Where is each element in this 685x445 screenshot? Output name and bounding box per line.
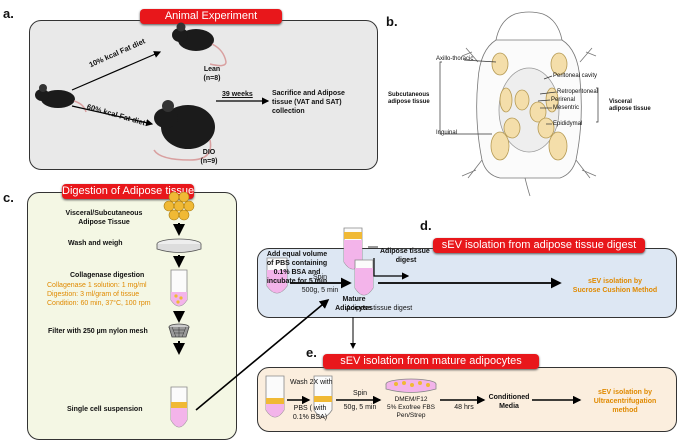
dio-mouse-icon — [153, 100, 215, 161]
digestion-tube-icon — [170, 269, 188, 307]
lean-label: Lean — [203, 66, 221, 73]
d-result-label: sEV isolation by Sucrose Cushion Method — [572, 278, 658, 294]
dio-label: DIO — [202, 149, 216, 156]
d-spin-label: Spin — [312, 274, 327, 281]
culture-medium-label: DMEM/F12 5% Exofree FBS Pen/Strep — [386, 396, 436, 419]
suspension-label: Single cell suspension — [67, 406, 143, 413]
panel-c-box — [27, 192, 237, 440]
digest-tube-icon — [266, 257, 288, 294]
lean-mouse-icon — [172, 22, 227, 67]
visceral-label: Visceral adipose tissue — [609, 99, 651, 112]
d-spin-condition: 500g, 5 min — [301, 287, 339, 294]
e-spin-label: Spin — [352, 390, 367, 397]
e-time-label: 48 hrs — [454, 404, 474, 411]
e-wash-label: Wash 2X with — [290, 379, 333, 386]
panel-e-letter: e. — [306, 345, 317, 360]
axillo-thoracic-label: Axillo-thoracic — [436, 56, 474, 62]
lean-n: (n=8) — [203, 75, 221, 82]
cell-suspension-tube-icon — [170, 386, 188, 428]
panel-a-letter: a. — [3, 6, 14, 21]
adipose-tissue-icon — [163, 191, 195, 221]
duration-label: 39 weeks — [222, 91, 253, 98]
filter-label: Filter with 250 µm nylon mesh — [48, 328, 148, 335]
mature-adipocytes-label: Mature Adipocytes — [335, 296, 373, 312]
digestion-conditions: Collagenase 1 solution: 1 mg/ml Digestio… — [47, 282, 151, 307]
perirenal-label: Perirenal — [551, 97, 576, 103]
epididymal-label: Epididymal — [553, 121, 583, 127]
d-digest-label: Adipose tissue digest — [346, 305, 413, 312]
culture-dish-icon — [385, 378, 437, 393]
e-pbs-label: PBS ( with 0.1% BSA) — [292, 405, 328, 421]
e-spin-condition: 50g, 5 min — [343, 404, 377, 411]
panel-c-title: Digestion of Adipose tissue — [62, 184, 195, 199]
panel-c-letter: c. — [3, 190, 14, 205]
small-mouse-icon — [35, 84, 87, 113]
peritoneal-cavity-label: Peritoneal cavity — [553, 73, 598, 79]
wash-label: Wash and weigh — [68, 240, 123, 247]
e-result-label: sEV isolation by Ultracentrifugation met… — [593, 389, 657, 414]
petri-dish-icon — [156, 238, 202, 253]
pbs-incubation-label: Add equal volume of PBS containing 0.1% … — [266, 251, 328, 285]
collagenase-label: Collagenase digestion — [70, 272, 145, 279]
dio-n: (n=9) — [200, 158, 218, 165]
cells-tube-icon — [265, 375, 285, 418]
mouse-anatomy-icon — [461, 11, 597, 197]
washed-tube-icon — [313, 375, 333, 418]
panel-b-letter: b. — [386, 14, 398, 29]
retroperitoneal-label: Retroperitoneal — [557, 89, 599, 95]
outcome-label: Sacrifice and Adipose tissue (VAT and SA… — [272, 90, 345, 115]
adipose-digest-label: Adipose tissue digest — [380, 248, 430, 264]
panel-d-letter: d. — [420, 218, 432, 233]
mesentric-label: Mesentric — [553, 105, 580, 111]
lean-diet-arrow — [71, 51, 162, 91]
panel-e-title: sEV isolation from mature adipocytes — [323, 354, 539, 369]
panel-a-title: Animal Experiment — [140, 9, 282, 24]
nylon-mesh-icon — [168, 323, 190, 338]
conditioned-media-label: Conditioned Media — [488, 394, 530, 410]
subcutaneous-label: Subcutaneous adipose tissue — [388, 92, 430, 105]
to-adipocytes-arrow — [195, 298, 330, 411]
tissue-label: Visceral/Subcutaneous Adipose Tissue — [65, 210, 143, 226]
centrifuged-tube-icon — [354, 259, 374, 296]
dio-diet-arrow — [71, 105, 154, 127]
panel-d-title: sEV isolation from adipose tissue digest — [433, 238, 645, 253]
inguinal-label: Inguinal — [436, 130, 458, 136]
